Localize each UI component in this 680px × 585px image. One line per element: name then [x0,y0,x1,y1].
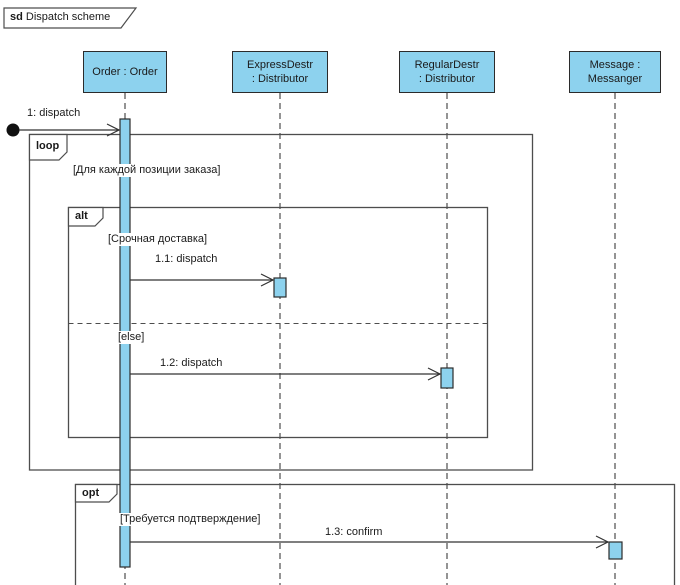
lifeline-head-order[interactable]: Order : Order [83,51,167,93]
opt-fragment-frame [74,483,676,585]
alt-operator-label: alt [75,210,88,222]
activation-message[interactable] [608,541,623,560]
diagram-title-keyword: sd [10,11,23,23]
message-1-label: 1: dispatch [25,107,83,120]
activation-regulardestr[interactable] [440,367,454,389]
message-1-3-label: 1.3: confirm [323,526,385,539]
message-1-3-confirm-arrow[interactable] [130,535,610,549]
loop-operator-label: loop [36,140,60,152]
message-1-1-label: 1.1: dispatch [153,253,220,266]
message-1-2-dispatch-arrow[interactable] [130,367,442,381]
loop-guard: [Для каждой позиции заказа] [71,164,223,177]
lifeline-head-regulardestr[interactable]: RegularDestr : Distributor [399,51,495,93]
lifeline-head-message[interactable]: Message : Messanger [569,51,661,93]
alt-fragment-frame [67,206,489,439]
alt-operator-tab[interactable] [67,206,104,227]
opt-operator-label: opt [82,487,100,499]
alt-guard-else: [else] [116,331,147,344]
message-1-dispatch-arrow[interactable] [19,123,121,137]
alt-guard-if: [Срочная доставка] [106,233,210,246]
found-message-dot[interactable] [6,123,20,137]
lifeline-head-expressdestr[interactable]: ExpressDestr : Distributor [232,51,328,93]
diagram-title-name: Dispatch scheme [25,11,111,23]
loop-fragment-frame [28,133,534,471]
diagram-title-tab[interactable] [3,7,138,29]
message-1-1-dispatch-arrow[interactable] [130,273,275,287]
activation-expressdestr[interactable] [273,277,287,298]
opt-guard: [Требуется подтверждение] [118,513,263,526]
loop-operator-tab[interactable] [28,133,68,161]
opt-operator-tab[interactable] [74,483,118,503]
diagram-title: sd Dispatch scheme [10,11,110,24]
message-1-2-label: 1.2: dispatch [158,357,225,370]
